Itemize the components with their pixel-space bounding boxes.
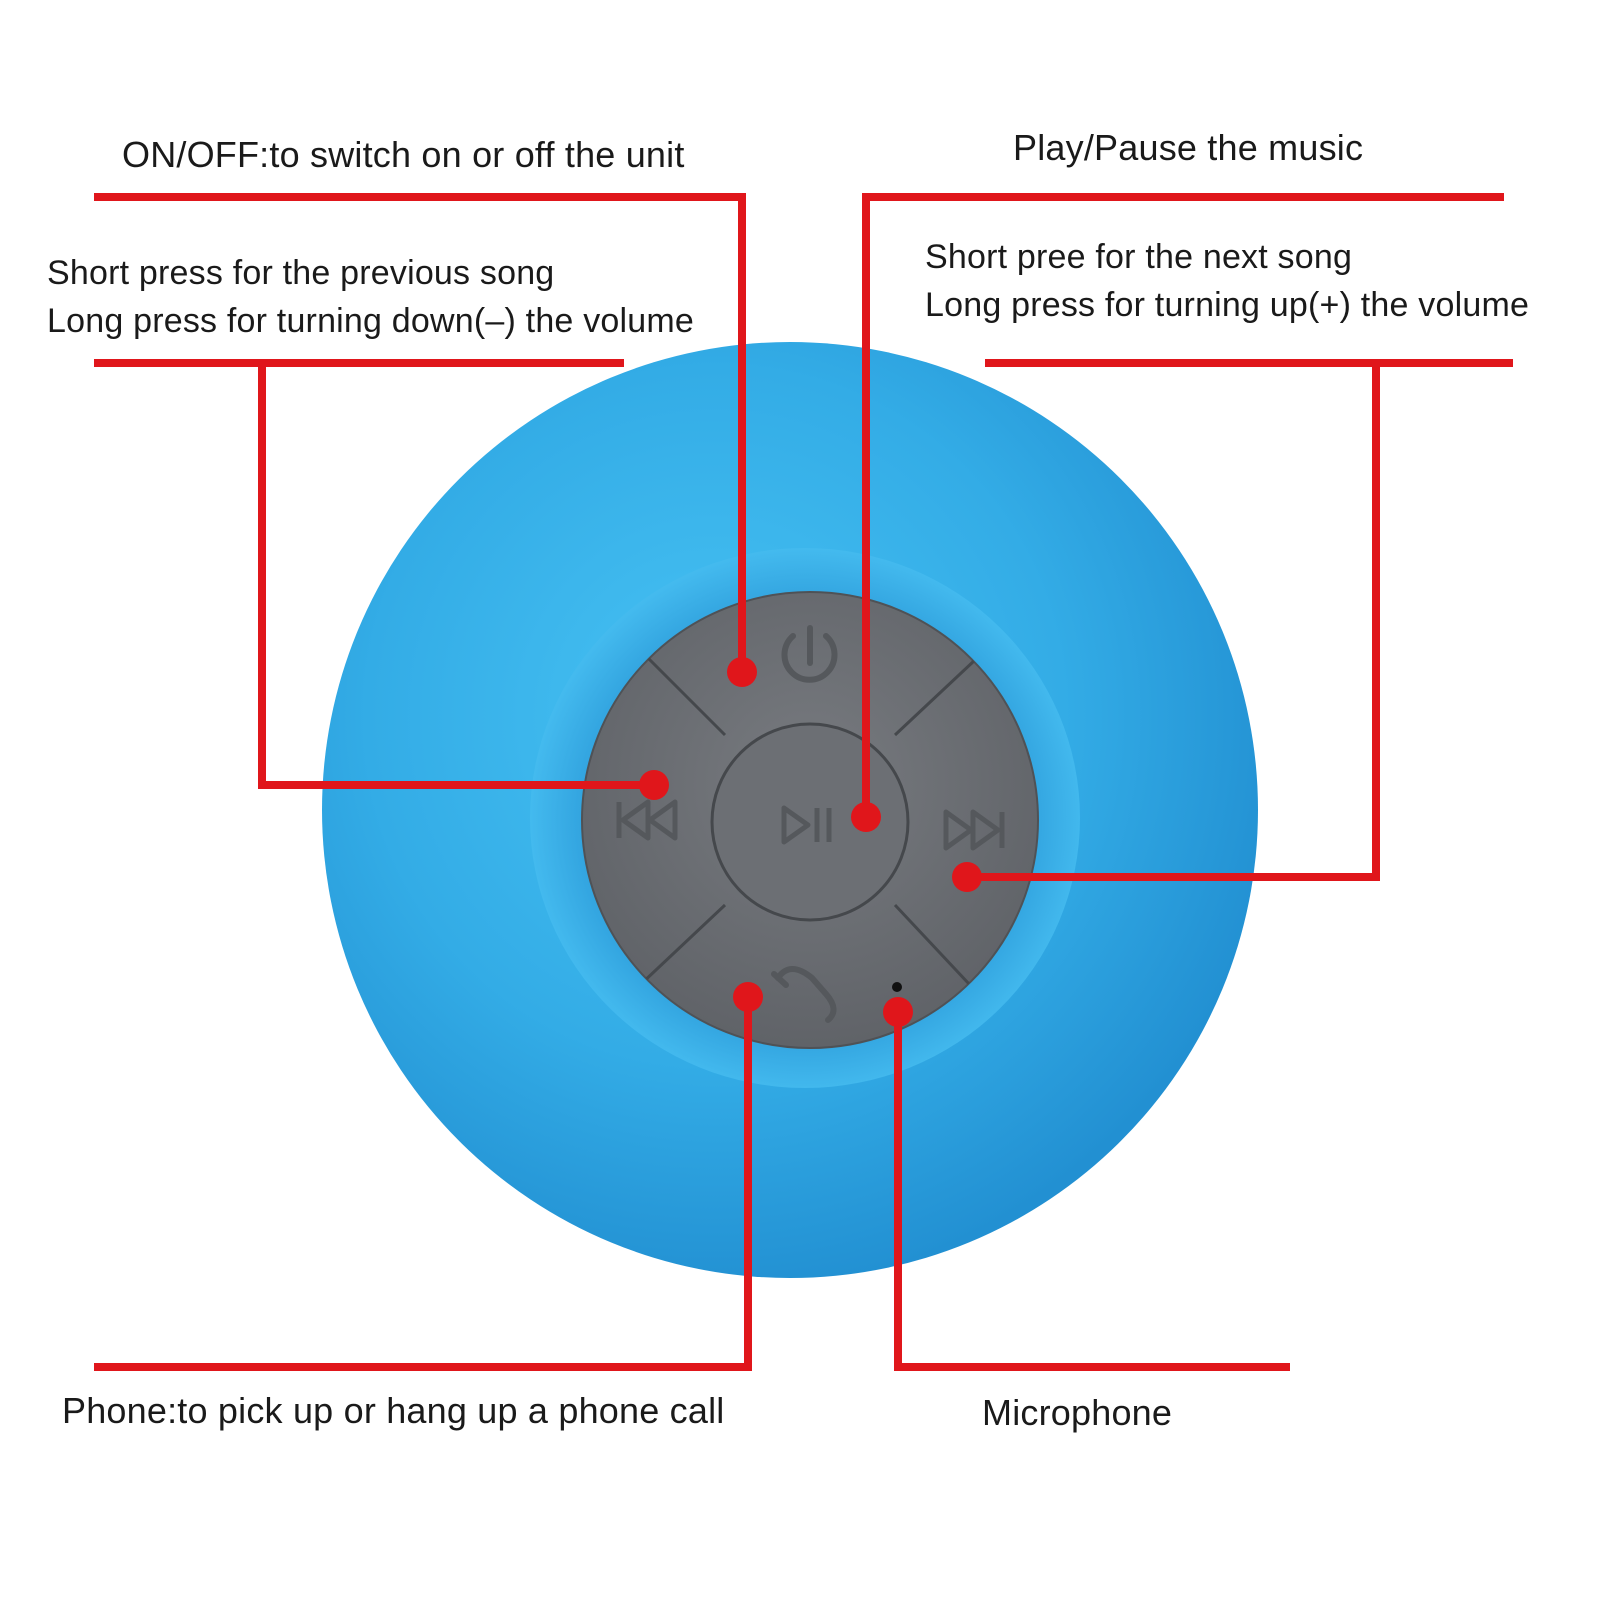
- label-next-long-press: Long press for turning up(+) the volume: [925, 286, 1530, 324]
- label-previous-long-press: Long press for turning down(–) the volum…: [47, 302, 694, 340]
- play-pause-icon: [781, 805, 832, 845]
- label-play-pause: Play/Pause the music: [1013, 127, 1364, 168]
- leader-onoff: [94, 193, 746, 672]
- leader-next-drop: [967, 363, 1380, 881]
- leader-lines: [94, 193, 1513, 1371]
- control-pad: [581, 591, 1039, 1049]
- label-next-short-press: Short pree for the next song: [925, 238, 1353, 276]
- label-on-off: ON/OFF:to switch on or off the unit: [122, 134, 685, 175]
- previous-track-icon: [616, 799, 678, 841]
- phone-button[interactable]: [690, 925, 860, 1045]
- label-previous-short-press: Short press for the previous song: [47, 254, 555, 292]
- leader-play: [862, 193, 1504, 817]
- play-pause-button[interactable]: [710, 722, 910, 922]
- label-microphone: Microphone: [982, 1392, 1173, 1433]
- leader-mic: [894, 1012, 1290, 1371]
- next-track-icon: [943, 809, 1005, 851]
- power-icon: [781, 625, 838, 683]
- previous-button[interactable]: [585, 720, 695, 920]
- leader-phone: [94, 997, 752, 1371]
- label-phone: Phone:to pick up or hang up a phone call: [62, 1390, 725, 1431]
- phone-icon: [771, 966, 837, 1023]
- leader-dots: [639, 657, 982, 1027]
- microphone-hole-icon: [892, 982, 902, 992]
- leader-prev-drop: [258, 363, 654, 789]
